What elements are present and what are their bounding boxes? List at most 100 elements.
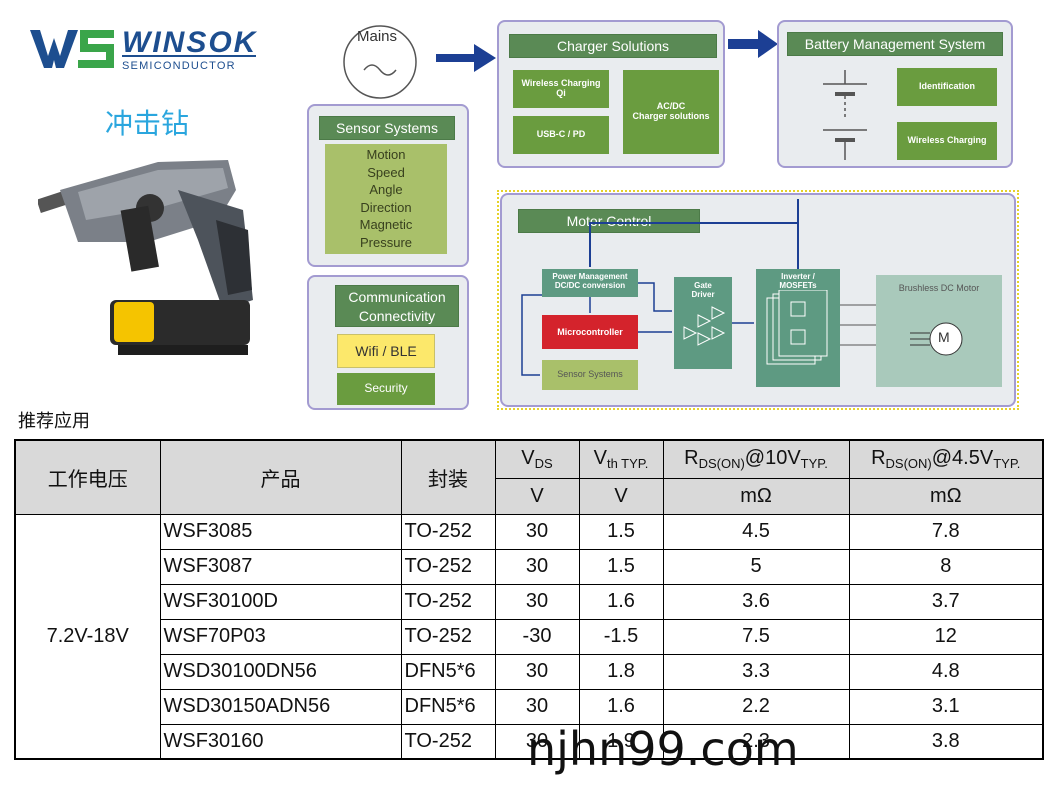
header-main: R bbox=[871, 447, 886, 470]
vds-cell: -30 bbox=[494, 618, 580, 655]
vth-cell: 1.8 bbox=[578, 653, 664, 690]
package-cell: TO-252 bbox=[400, 723, 496, 760]
vth-cell: 1.6 bbox=[578, 583, 664, 620]
r10-cell: 2.3 bbox=[662, 723, 850, 760]
unit-r10: mΩ bbox=[662, 477, 850, 515]
product-cell: WSF70P03 bbox=[159, 618, 402, 655]
motor-sensor-systems-box: Sensor Systems bbox=[542, 360, 638, 390]
hammer-drill-image bbox=[36, 150, 268, 390]
sensor-systems-panel: Sensor Systems Motion Speed Angle Direct… bbox=[307, 104, 469, 267]
motor-control-panel: Motor Control Power Management DC/DC con… bbox=[500, 193, 1016, 407]
r10-cell: 2.2 bbox=[662, 688, 850, 725]
motor-control-title: Motor Control bbox=[518, 209, 700, 233]
header-rds-4v5: RDS(ON)@4.5VTYP. bbox=[848, 439, 1044, 479]
header-sub: TYP. bbox=[800, 456, 828, 472]
mains-icon bbox=[343, 25, 417, 99]
unit-vds: V bbox=[494, 477, 580, 515]
header-mid: @10V bbox=[744, 447, 801, 470]
identification-box: Identification bbox=[897, 68, 997, 106]
vth-cell: 1.5 bbox=[578, 548, 664, 585]
vds-cell: 30 bbox=[494, 583, 580, 620]
arrow-right-icon bbox=[436, 44, 496, 72]
system-block-diagram: Mains Sensor Systems Motion Speed Angle … bbox=[300, 12, 1030, 412]
inverter-mosfets-box: Inverter / MOSFETs bbox=[756, 269, 840, 387]
bms-wireless-charging-box: Wireless Charging bbox=[897, 122, 997, 160]
motor-control-wiring bbox=[521, 199, 876, 376]
package-cell: DFN5*6 bbox=[400, 653, 496, 690]
vth-cell: 1.5 bbox=[578, 513, 664, 550]
watermark: njhn99.com bbox=[527, 722, 799, 776]
header-package: 封装 bbox=[400, 439, 496, 515]
sensor-item: Pressure bbox=[359, 234, 413, 250]
box-line: DC/DC conversion bbox=[554, 281, 626, 290]
header-sub: DS(ON) bbox=[698, 456, 745, 472]
r10-cell: 7.5 bbox=[662, 618, 850, 655]
vds-cell: 30 bbox=[494, 723, 580, 760]
gate-driver-box: Gate Driver bbox=[674, 277, 732, 369]
unit-vth: V bbox=[578, 477, 664, 515]
r45-cell: 3.7 bbox=[848, 583, 1044, 620]
svg-text:SEMICONDUCTOR: SEMICONDUCTOR bbox=[122, 60, 236, 72]
motor-symbol: M bbox=[938, 329, 950, 345]
r10-cell: 4.5 bbox=[662, 513, 850, 550]
power-management-box: Power Management DC/DC conversion bbox=[542, 269, 638, 297]
usbc-pd-box: USB-C / PD bbox=[513, 116, 609, 154]
sensor-item: Magnetic bbox=[359, 217, 413, 233]
box-line: MOSFETs bbox=[779, 281, 817, 290]
sensor-item: Direction bbox=[360, 199, 412, 215]
unit-r45: mΩ bbox=[848, 477, 1044, 515]
r10-cell: 3.6 bbox=[662, 583, 850, 620]
vds-cell: 30 bbox=[494, 548, 580, 585]
vth-cell: -1.5 bbox=[578, 618, 664, 655]
sensor-item: Angle bbox=[369, 182, 403, 198]
box-line: AC/DC bbox=[656, 101, 686, 112]
header-sub: TYP. bbox=[993, 456, 1021, 472]
header-sub: DS bbox=[534, 456, 553, 472]
sensor-item: Motion bbox=[366, 147, 406, 162]
header-vds: VDS bbox=[494, 439, 580, 479]
header-main: V bbox=[521, 447, 535, 470]
communication-title-line: Connectivity bbox=[358, 308, 436, 324]
communication-title-line: Communication bbox=[348, 289, 446, 305]
mosfet-spec-table: 工作电压 产品 封装 VDS Vth TYP. RDS(ON)@10VTYP. … bbox=[14, 439, 1044, 760]
security-box: Security bbox=[337, 373, 435, 405]
product-cell: WSF30160 bbox=[159, 723, 402, 760]
r45-cell: 8 bbox=[848, 548, 1044, 585]
battery-icon bbox=[823, 70, 867, 160]
sensor-item: Speed bbox=[367, 164, 405, 180]
driver-triangles-icon bbox=[683, 306, 726, 346]
vth-cell: 1.9 bbox=[578, 723, 664, 760]
communication-title: Communication Connectivity bbox=[335, 285, 459, 327]
r45-cell: 3.1 bbox=[848, 688, 1044, 725]
bms-title: Battery Management System bbox=[787, 32, 1003, 56]
r10-cell: 3.3 bbox=[662, 653, 850, 690]
arrow-right-icon bbox=[728, 30, 778, 58]
package-cell: TO-252 bbox=[400, 548, 496, 585]
header-voltage: 工作电压 bbox=[14, 439, 161, 515]
package-cell: TO-252 bbox=[400, 583, 496, 620]
brushless-dc-motor-box: Brushless DC Motor M bbox=[876, 275, 1002, 387]
product-title: 冲击钻 bbox=[105, 107, 190, 140]
wifi-ble-box: Wifi / BLE bbox=[337, 334, 435, 368]
package-cell: TO-252 bbox=[400, 618, 496, 655]
vds-cell: 30 bbox=[494, 513, 580, 550]
r45-cell: 12 bbox=[848, 618, 1044, 655]
box-line: Gate bbox=[694, 281, 712, 290]
bldc-label: Brushless DC Motor bbox=[898, 283, 980, 293]
vds-cell: 30 bbox=[494, 653, 580, 690]
package-cell: TO-252 bbox=[400, 513, 496, 550]
sensor-list: Motion Speed Angle Direction Magnetic Pr… bbox=[325, 144, 447, 254]
charger-title: Charger Solutions bbox=[509, 34, 717, 58]
header-rds-10v: RDS(ON)@10VTYP. bbox=[662, 439, 850, 479]
product-cell: WSF3087 bbox=[159, 548, 402, 585]
voltage-range-cell: 7.2V-18V bbox=[14, 513, 161, 760]
sensor-systems-title: Sensor Systems bbox=[319, 116, 455, 140]
r10-cell: 5 bbox=[662, 548, 850, 585]
r45-cell: 3.8 bbox=[848, 723, 1044, 760]
box-line: Charger solutions bbox=[632, 111, 710, 121]
